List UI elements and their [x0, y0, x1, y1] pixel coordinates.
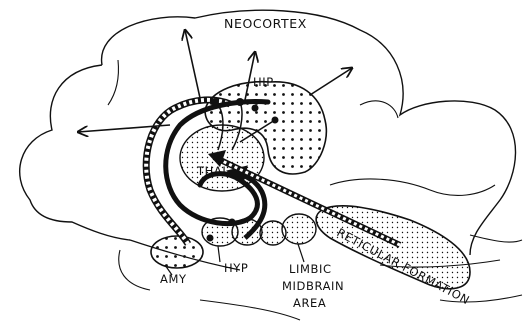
projection-arrow-right: [310, 68, 352, 95]
cortical-fold: [108, 60, 118, 105]
hip-label: HIP: [253, 75, 274, 89]
synapse-dot: [229, 219, 236, 226]
brainstem-outline: [470, 235, 522, 242]
hyp-leader-line: [218, 246, 220, 262]
limbic-midbrain-region: [282, 214, 316, 244]
limbic-label-line1: LIMBIC: [289, 262, 332, 276]
brainstem-outline: [119, 250, 150, 290]
limbic-leader-line: [298, 244, 304, 262]
synapse-dot: [236, 98, 244, 106]
amygdala-region: [151, 236, 203, 268]
amy-label: AMY: [160, 272, 187, 286]
neocortex-label: NEOCORTEX: [224, 16, 307, 31]
synapse-dot: [207, 235, 214, 242]
cortical-fold: [330, 179, 495, 195]
synapse-dot: [252, 105, 259, 112]
projection-arrow-up: [185, 30, 200, 98]
hyp-label: HYP: [224, 261, 248, 275]
synapse-dot: [211, 98, 219, 106]
thal-label: THAL: [196, 164, 229, 178]
synapse-dot: [272, 117, 279, 124]
limbic-label-line2: MIDBRAIN: [282, 279, 344, 293]
brainstem-outline: [200, 300, 300, 320]
cortical-fold: [360, 101, 398, 118]
limbic-label-line3: AREA: [293, 296, 326, 310]
